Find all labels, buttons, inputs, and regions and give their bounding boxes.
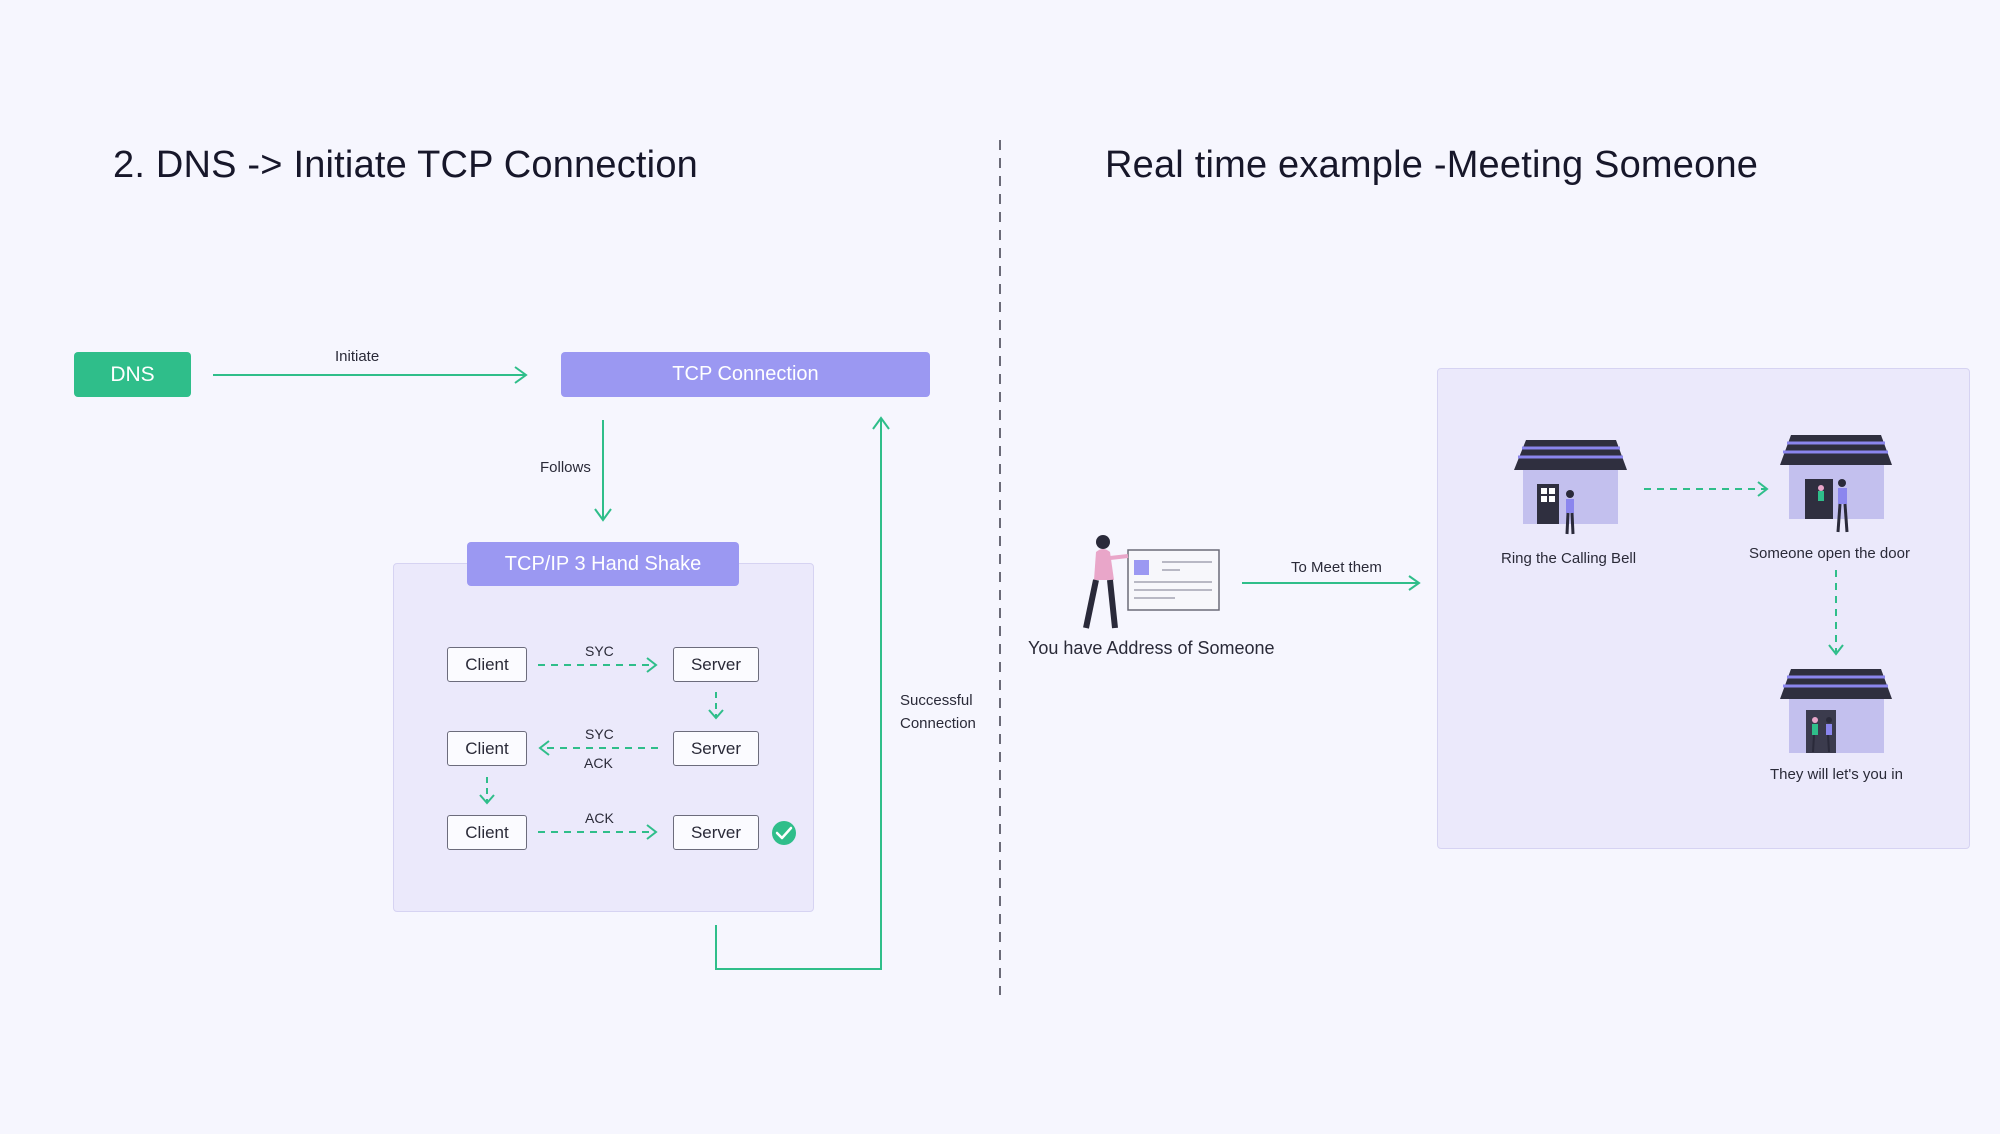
house-icon bbox=[1780, 669, 1892, 753]
handshake-title-box: TCP/IP 3 Hand Shake bbox=[467, 542, 739, 586]
client-node: Client bbox=[447, 647, 527, 682]
dns-box: DNS bbox=[74, 352, 191, 397]
server-node: Server bbox=[673, 815, 759, 850]
handshake-label: ACK bbox=[584, 755, 613, 771]
handshake-arrows bbox=[479, 657, 724, 840]
successful-arrow bbox=[715, 419, 882, 970]
house-icon bbox=[1780, 435, 1892, 533]
client-node: Client bbox=[447, 815, 527, 850]
step3-label: They will let's you in bbox=[1770, 766, 1903, 783]
house-icon bbox=[1514, 440, 1627, 535]
tcp-connection-box: TCP Connection bbox=[561, 352, 930, 397]
follows-label: Follows bbox=[540, 459, 591, 476]
step2-label: Someone open the door bbox=[1749, 545, 1910, 562]
step1-label: Ring the Calling Bell bbox=[1501, 550, 1637, 567]
client-node: Client bbox=[447, 731, 527, 766]
server-node: Server bbox=[673, 731, 759, 766]
successful-label-line2: Connection bbox=[900, 715, 976, 732]
meet-label: To Meet them bbox=[1291, 559, 1382, 576]
handshake-label: SYC bbox=[585, 726, 614, 742]
handshake-label: ACK bbox=[585, 810, 614, 826]
check-circle-icon bbox=[772, 821, 796, 845]
left-title: 2. DNS -> Initiate TCP Connection bbox=[113, 144, 698, 186]
successful-label-line1: Successful bbox=[900, 692, 973, 709]
address-label: You have Address of Someone bbox=[1028, 638, 1275, 658]
server-node: Server bbox=[673, 647, 759, 682]
handshake-label: SYC bbox=[585, 643, 614, 659]
right-title: Real time example -Meeting Someone bbox=[1105, 144, 1759, 186]
initiate-label: Initiate bbox=[335, 348, 380, 365]
person-with-card-icon bbox=[1083, 535, 1220, 629]
